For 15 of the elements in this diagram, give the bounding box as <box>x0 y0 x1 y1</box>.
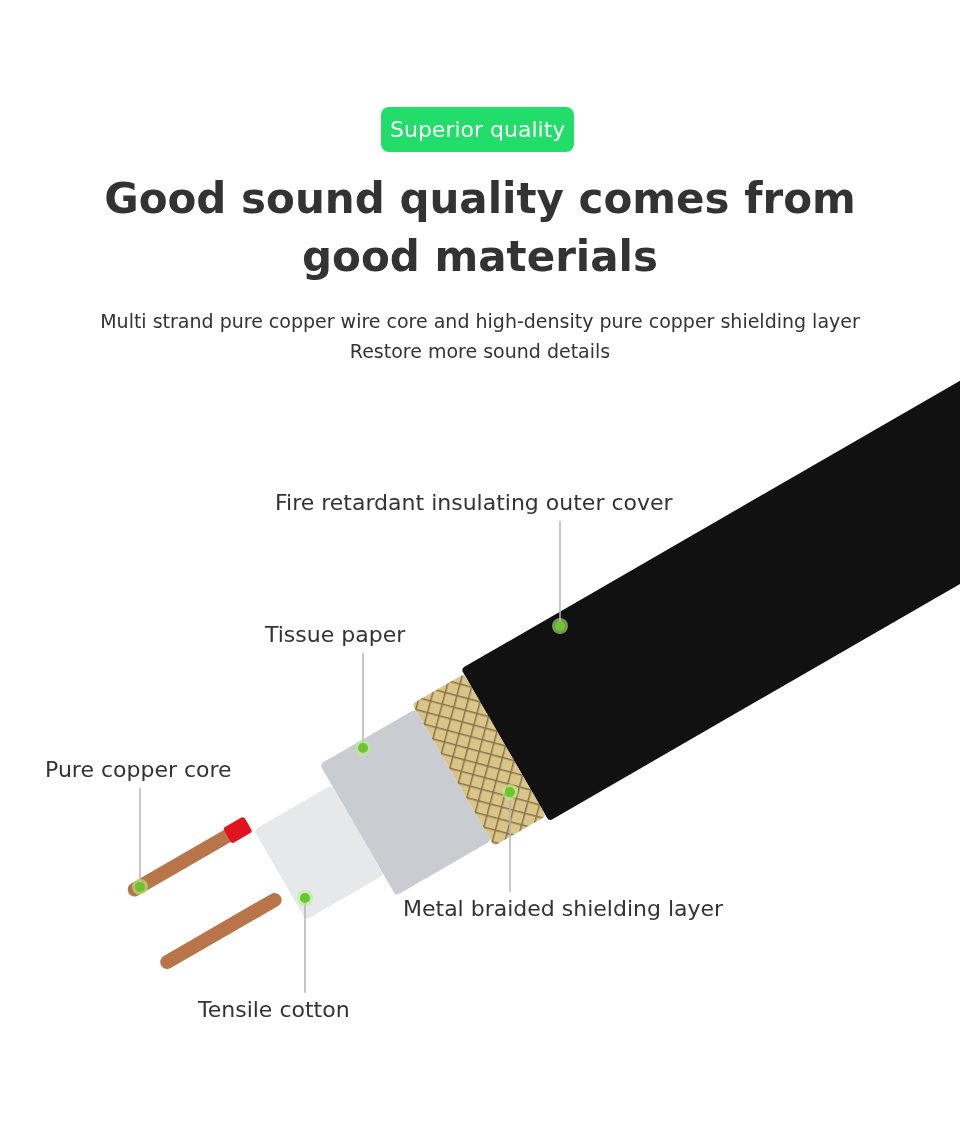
leader-line <box>502 784 518 893</box>
part-label: Tensile cotton <box>198 997 350 1022</box>
copper-wires-drawing <box>125 816 285 972</box>
leader-line <box>132 787 148 895</box>
part-label: Pure copper core <box>45 757 232 782</box>
leader-line <box>297 890 313 994</box>
subtitle-text: Restore more sound details <box>348 340 612 362</box>
part-label: Metal braided shielding layer <box>403 896 724 921</box>
part-label: Fire retardant insulating outer cover <box>275 490 673 515</box>
part-label: Tissue paper <box>265 622 406 647</box>
badge: Superior quality <box>381 107 575 152</box>
leader-line <box>355 652 371 756</box>
title: Good sound quality comes from good materials <box>103 173 857 283</box>
subtitle-text: Multi strand pure copper wire core and high-density pure copper shielding layer <box>99 310 861 332</box>
leader-line <box>552 520 568 634</box>
